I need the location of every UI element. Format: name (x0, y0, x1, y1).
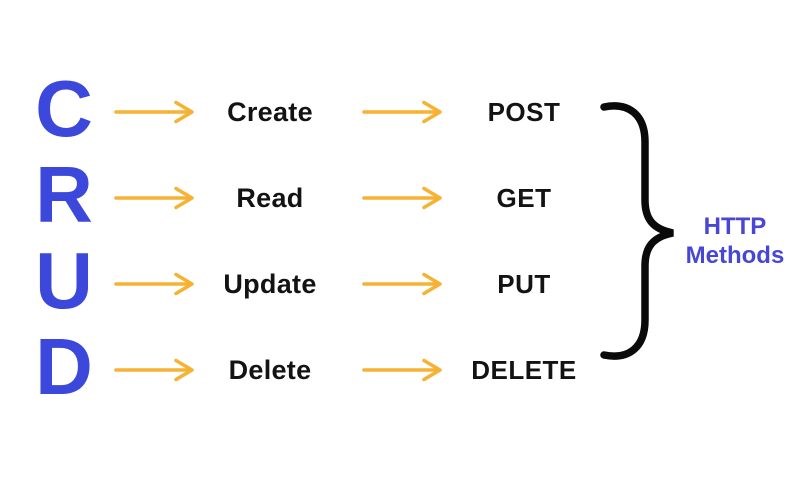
arrow-right-icon (362, 327, 446, 413)
arrow-right-icon (362, 155, 446, 241)
crud-letter: C (35, 64, 93, 153)
crud-letter: U (35, 236, 93, 325)
operation-label: Read (236, 182, 304, 213)
http-method-label: DELETE (471, 354, 577, 385)
http-method-label: GET (496, 182, 552, 213)
crud-letter: D (35, 322, 93, 411)
mapping-row: U Update PUT (0, 241, 800, 327)
arrow-right-icon (362, 69, 446, 155)
http-method-label: POST (487, 96, 561, 127)
arrow-right-icon (114, 241, 198, 327)
arrow-right-icon (114, 327, 198, 413)
mapping-row: R Read GET (0, 155, 800, 241)
curly-brace-icon (600, 102, 674, 360)
arrow-right-icon (114, 155, 198, 241)
crud-letter: R (35, 150, 93, 239)
http-method-label: PUT (497, 268, 551, 299)
mapping-row: D Delete DELETE (0, 327, 800, 413)
operation-label: Delete (228, 354, 312, 385)
operation-label: Update (223, 268, 317, 299)
operation-label: Create (227, 96, 313, 127)
arrow-right-icon (362, 241, 446, 327)
arrow-right-icon (114, 69, 198, 155)
http-methods-label: HTTP Methods (685, 213, 785, 269)
mapping-row: C Create POST (0, 69, 800, 155)
